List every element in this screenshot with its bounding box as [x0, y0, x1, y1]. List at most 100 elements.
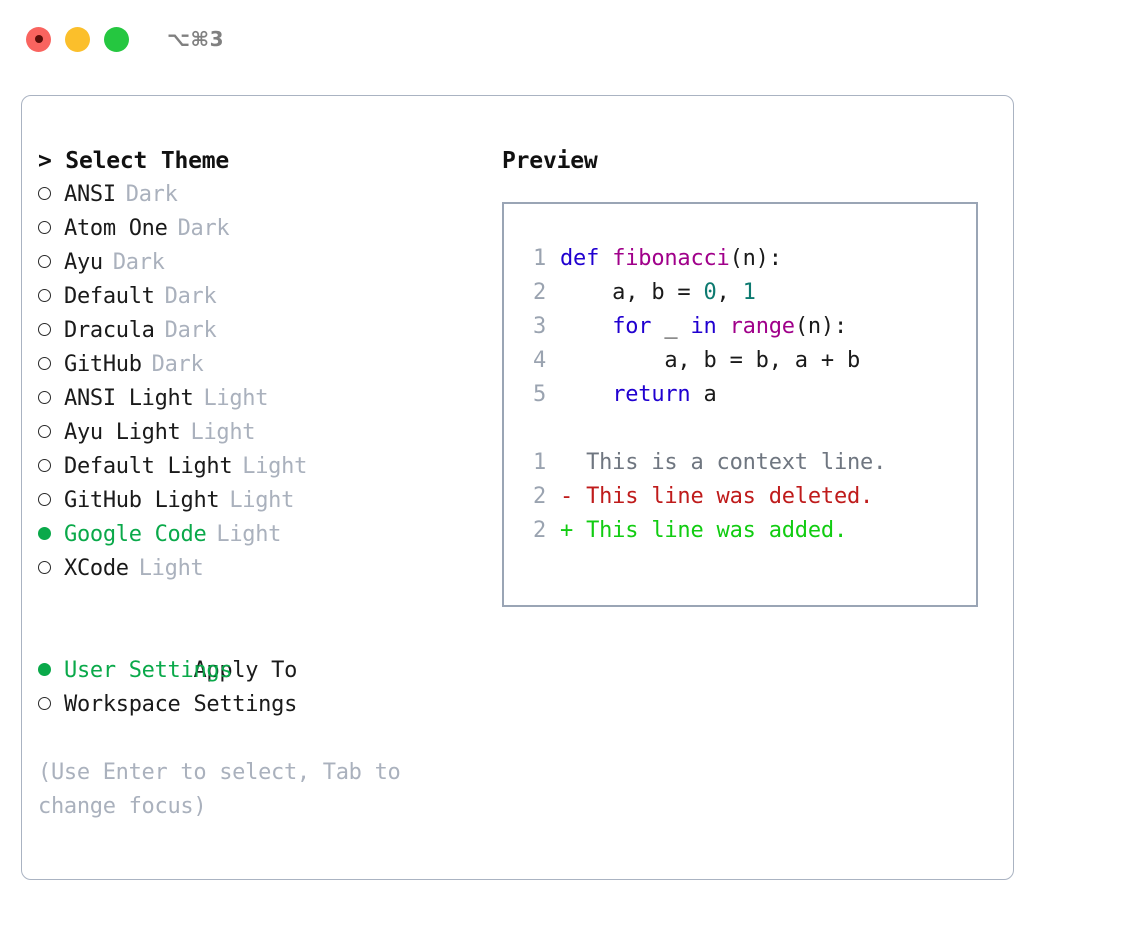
option-label: Default — [64, 284, 155, 309]
code-line: 2 a, b = 0, 1 — [522, 276, 976, 310]
theme-option-google-code[interactable]: Google Code Light — [38, 518, 498, 552]
option-label: Ayu Light — [64, 420, 181, 445]
theme-option-atom-one[interactable]: Atom One Dark — [38, 212, 498, 246]
radio-unselected-icon — [38, 382, 64, 416]
option-variant-label: Dark — [164, 284, 217, 309]
diff-line-text: + This line was added. — [560, 518, 847, 543]
code-line: 4 a, b = b, a + b — [522, 344, 976, 378]
code-token: fibonacci — [612, 246, 730, 271]
radio-unselected-icon — [38, 280, 64, 314]
diff-line-number: 1 — [532, 450, 546, 475]
radio-unselected-icon — [38, 314, 64, 348]
window-controls — [26, 26, 129, 52]
radio-unselected-icon — [38, 416, 64, 450]
title-bar: ⌥⌘3 — [0, 0, 1140, 78]
apply-to-header: Apply To — [38, 620, 498, 683]
diff-line-text: - This line was deleted. — [560, 484, 874, 509]
theme-list-header: > Select Theme — [38, 148, 230, 174]
theme-option-default[interactable]: Default Dark — [38, 280, 498, 314]
option-label: Default Light — [64, 454, 233, 479]
theme-option-github[interactable]: GitHub Dark — [38, 348, 498, 382]
radio-unselected-icon — [38, 246, 64, 280]
code-token: range — [729, 314, 795, 339]
option-label: Atom One — [64, 216, 168, 241]
code-token: a, b = — [560, 280, 704, 305]
apply-option-user-settings[interactable]: User Settings — [38, 654, 498, 688]
code-token — [560, 382, 612, 407]
apply-option-workspace-settings[interactable]: Workspace Settings — [38, 688, 498, 722]
radio-unselected-icon — [38, 178, 64, 212]
radio-unselected-icon — [38, 688, 64, 722]
code-token: a — [690, 382, 717, 407]
code-token: (n): — [794, 314, 848, 339]
option-label: Workspace Settings — [64, 692, 298, 717]
code-line: 3 for _ in range(n): — [522, 310, 976, 344]
radio-selected-icon — [38, 654, 64, 688]
diff-line-add: 2 + This line was added. — [522, 514, 976, 548]
option-variant-label: Dark — [151, 352, 204, 377]
keyboard-shortcut-label: ⌥⌘3 — [167, 27, 225, 51]
option-variant-label: Dark — [125, 182, 178, 207]
radio-unselected-icon — [38, 348, 64, 382]
option-variant-label: Dark — [112, 250, 165, 275]
option-variant-label: Light — [216, 522, 282, 547]
option-label: GitHub — [64, 352, 142, 377]
option-label: Ayu — [64, 250, 103, 275]
option-label: GitHub Light — [64, 488, 220, 513]
code-token: in — [690, 314, 717, 339]
code-diff-spacer — [522, 412, 976, 446]
diff-line-number: 2 — [532, 518, 546, 543]
option-label: ANSI — [64, 182, 116, 207]
minimize-button[interactable] — [65, 26, 90, 52]
code-token: return — [612, 382, 691, 407]
maximize-button[interactable] — [104, 26, 129, 52]
option-label: Dracula — [64, 318, 155, 343]
diff-line-number: 2 — [532, 484, 546, 509]
close-button[interactable] — [26, 26, 51, 52]
theme-option-dracula[interactable]: Dracula Dark — [38, 314, 498, 348]
radio-selected-icon — [38, 518, 64, 552]
code-token: a, b = b, a + b — [560, 348, 861, 373]
option-label: XCode — [64, 556, 129, 581]
code-line: 5 return a — [522, 378, 976, 412]
radio-unselected-icon — [38, 450, 64, 484]
option-label: ANSI Light — [64, 386, 194, 411]
option-label: User Settings — [64, 658, 233, 683]
code-token — [560, 314, 612, 339]
option-label: Google Code — [64, 522, 207, 547]
theme-option-ayu-light[interactable]: Ayu Light Light — [38, 416, 498, 450]
diff-line-text: This is a context line. — [560, 450, 887, 475]
radio-unselected-icon — [38, 552, 64, 586]
option-variant-label: Light — [138, 556, 204, 581]
theme-option-default-light[interactable]: Default Light Light — [38, 450, 498, 484]
radio-unselected-icon — [38, 484, 64, 518]
code-token — [717, 314, 730, 339]
code-token: for — [612, 314, 652, 339]
option-variant-label: Light — [242, 454, 308, 479]
option-variant-label: Dark — [177, 216, 230, 241]
radio-unselected-icon — [38, 212, 64, 246]
diff-line-del: 2 - This line was deleted. — [522, 480, 976, 514]
code-token: def — [560, 246, 613, 271]
option-variant-label: Light — [190, 420, 256, 445]
theme-option-xcode[interactable]: XCode Light — [38, 552, 498, 586]
option-variant-label: Dark — [164, 318, 217, 343]
section-spacer — [38, 586, 498, 620]
theme-option-ayu[interactable]: Ayu Dark — [38, 246, 498, 280]
code-token: _ — [651, 314, 691, 339]
theme-option-ansi[interactable]: ANSI Dark — [38, 178, 498, 212]
code-line-number: 2 — [532, 280, 546, 305]
preview-title: Preview — [502, 148, 598, 174]
code-token: (n): — [729, 246, 782, 271]
